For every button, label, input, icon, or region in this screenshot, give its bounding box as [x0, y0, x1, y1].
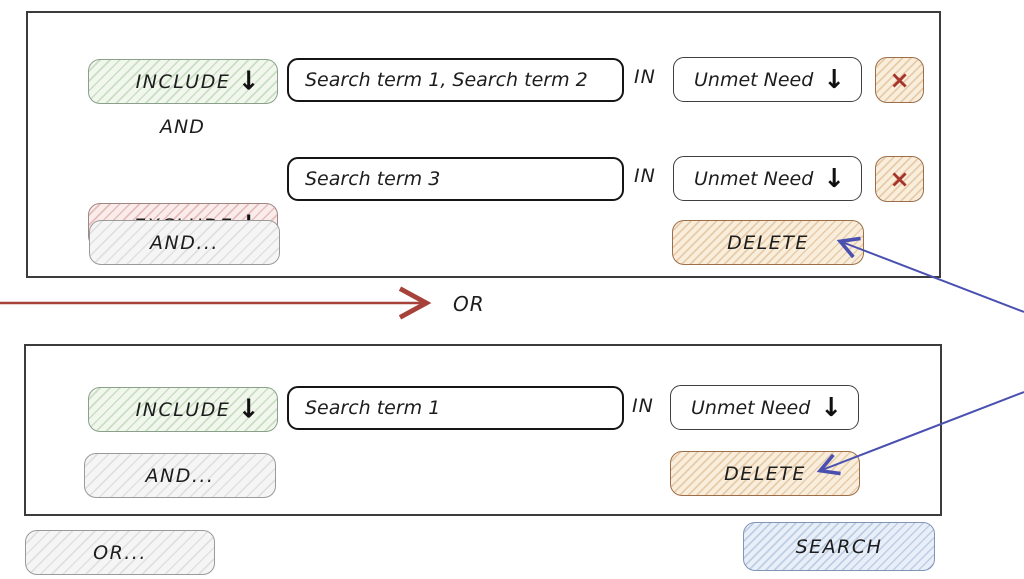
- dropdown-arrow-icon: ↓: [823, 163, 845, 194]
- delete-group-label: DELETE: [727, 231, 809, 254]
- in-label: IN: [632, 395, 654, 417]
- search-button[interactable]: SEARCH: [743, 522, 935, 571]
- search-terms-input-1[interactable]: [287, 58, 624, 102]
- and-connector-label: AND: [160, 116, 205, 138]
- add-or-group-label: OR...: [93, 541, 147, 564]
- query-group-2: INCLUDE ↓ IN Unmet Need ↓ AND... DELETE: [24, 344, 942, 516]
- field-label: Unmet Need: [694, 68, 814, 91]
- field-select-2[interactable]: Unmet Need ↓: [673, 156, 862, 201]
- add-and-row-button-1[interactable]: AND...: [89, 220, 280, 265]
- in-label: IN: [634, 165, 656, 187]
- query-group-1: INCLUDE ↓ IN Unmet Need ↓ × AND EXCLUDE …: [26, 11, 941, 278]
- include-exclude-select-1[interactable]: INCLUDE ↓: [88, 59, 278, 104]
- in-label: IN: [634, 66, 656, 88]
- add-or-group-button[interactable]: OR...: [25, 530, 215, 575]
- field-label: Unmet Need: [691, 396, 811, 419]
- or-connector-label: OR: [453, 292, 485, 316]
- x-icon: ×: [889, 165, 910, 193]
- add-and-row-label: AND...: [145, 464, 215, 487]
- dropdown-arrow-icon: ↓: [820, 392, 842, 423]
- dropdown-arrow-icon: ↓: [823, 64, 845, 95]
- mode-label: INCLUDE: [135, 70, 231, 93]
- add-and-row-button-2[interactable]: AND...: [84, 453, 276, 498]
- search-terms-input-2[interactable]: [287, 157, 624, 201]
- dropdown-arrow-icon: ↓: [237, 393, 261, 424]
- delete-group-button-2[interactable]: DELETE: [670, 451, 860, 496]
- include-exclude-select-3[interactable]: INCLUDE ↓: [88, 387, 278, 432]
- mode-label: INCLUDE: [135, 398, 231, 421]
- dropdown-arrow-icon: ↓: [237, 65, 261, 96]
- add-and-row-label: AND...: [150, 231, 219, 254]
- remove-row-button-2[interactable]: ×: [875, 156, 924, 202]
- field-select-3[interactable]: Unmet Need ↓: [670, 385, 859, 430]
- field-select-1[interactable]: Unmet Need ↓: [673, 57, 862, 102]
- search-terms-input-3[interactable]: [287, 386, 624, 430]
- delete-group-label: DELETE: [724, 462, 806, 485]
- field-label: Unmet Need: [694, 167, 814, 190]
- search-button-label: SEARCH: [795, 535, 883, 558]
- x-icon: ×: [889, 66, 910, 94]
- delete-group-button-1[interactable]: DELETE: [672, 220, 864, 265]
- remove-row-button-1[interactable]: ×: [875, 57, 924, 103]
